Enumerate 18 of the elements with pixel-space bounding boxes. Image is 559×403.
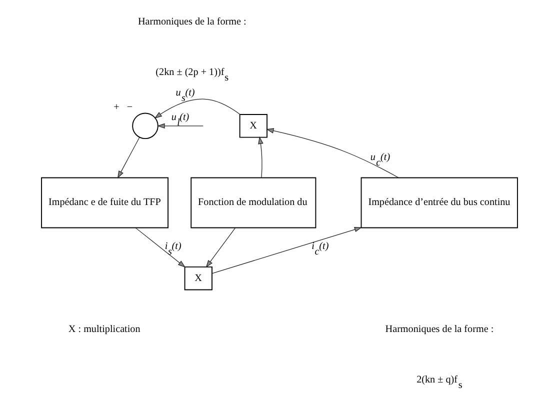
label: Harmoniques de la forme : — [385, 324, 494, 335]
arrow — [258, 136, 264, 178]
node-box: Impédanc e de fuite du TFP — [41, 177, 168, 228]
arrow — [135, 228, 186, 268]
node-box: Fonction de modulation du — [190, 177, 316, 228]
arrow — [117, 136, 140, 178]
node-circle — [132, 112, 158, 140]
label: X : multiplication — [68, 324, 140, 335]
arrow — [157, 123, 204, 129]
arrow — [212, 226, 362, 274]
label: Harmoniques de la forme : — [138, 16, 246, 28]
node-box: Impédance d’entrée du bus continu — [360, 177, 518, 228]
arrow — [154, 98, 241, 118]
arrow — [206, 228, 236, 268]
node-box: X — [239, 114, 268, 138]
arrow — [266, 128, 400, 178]
node-label: + − — [114, 102, 133, 113]
node-box: X — [184, 266, 212, 290]
